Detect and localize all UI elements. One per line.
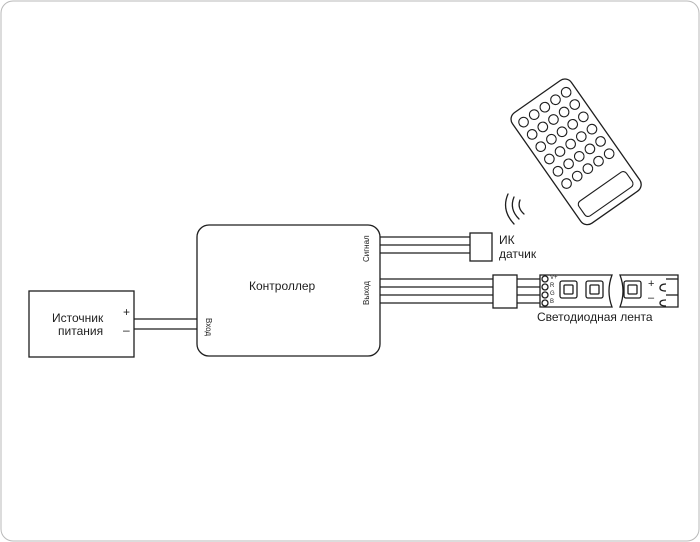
remote-button: [561, 178, 572, 189]
output-wires: [380, 278, 493, 304]
remote-button: [550, 94, 561, 106]
remote-button: [526, 129, 538, 140]
remote-button: [535, 141, 547, 153]
output-connector: [492, 274, 518, 309]
remote-button: [537, 121, 549, 133]
remote-button: [582, 163, 594, 174]
power-supply-box: [28, 290, 135, 358]
remote-button: [573, 150, 585, 162]
remote-button: [575, 131, 587, 142]
remote-button: [558, 106, 570, 118]
power-plus-sign: +: [123, 305, 131, 319]
remote-button: [556, 126, 568, 138]
remote-button: [567, 118, 579, 130]
remote-button: [554, 146, 566, 157]
remote-button: [603, 148, 615, 160]
remote-button: [528, 109, 540, 120]
remote-button: [586, 123, 598, 135]
remote-button: [593, 155, 604, 167]
power-wires: [134, 318, 197, 330]
strip-plus-sign: +: [648, 278, 655, 290]
strip-pin-r: R: [550, 283, 555, 289]
remote-button: [578, 111, 589, 123]
remote-button: [544, 153, 555, 165]
led-strip: [539, 274, 679, 308]
remote-button: [560, 86, 572, 98]
strip-wires: [517, 278, 540, 304]
remote-button: [569, 99, 581, 110]
remote-button: [552, 165, 564, 177]
strip-pin-b: B: [550, 299, 555, 305]
ir-sensor-box: [469, 232, 493, 262]
remote-button: [595, 136, 606, 147]
controller-title: Контроллер: [249, 279, 316, 293]
strip-pin-vplus: V+: [550, 275, 558, 281]
strip-pin-g: G: [550, 291, 555, 297]
remote-button: [546, 133, 557, 145]
ir-remote: [510, 78, 642, 226]
strip-minus-sign: –: [648, 292, 655, 304]
remote-button: [539, 101, 551, 113]
remote-button: [548, 114, 559, 125]
power-minus-sign: –: [123, 323, 130, 337]
ir-sensor-label-2: датчик: [499, 247, 537, 261]
ir-sensor-label-1: ИК: [499, 233, 515, 247]
led-strip-caption: Светодиодная лента: [537, 310, 653, 324]
remote-button: [571, 170, 583, 182]
ir-waves: [504, 193, 525, 225]
power-supply-label-2: питания: [58, 324, 104, 338]
remote-buttons: [518, 86, 615, 189]
signal-wires: [380, 236, 470, 254]
power-supply-label-1: Источник: [52, 311, 104, 325]
controller-port-in: Вход: [204, 318, 213, 337]
remote-button: [584, 143, 596, 155]
controller-port-signal: Сигнал: [362, 235, 371, 262]
controller-port-out: Выход: [362, 281, 371, 305]
remote-button: [565, 138, 577, 150]
remote-button: [563, 158, 574, 170]
controller-box: [196, 224, 381, 357]
remote-button: [518, 116, 529, 128]
